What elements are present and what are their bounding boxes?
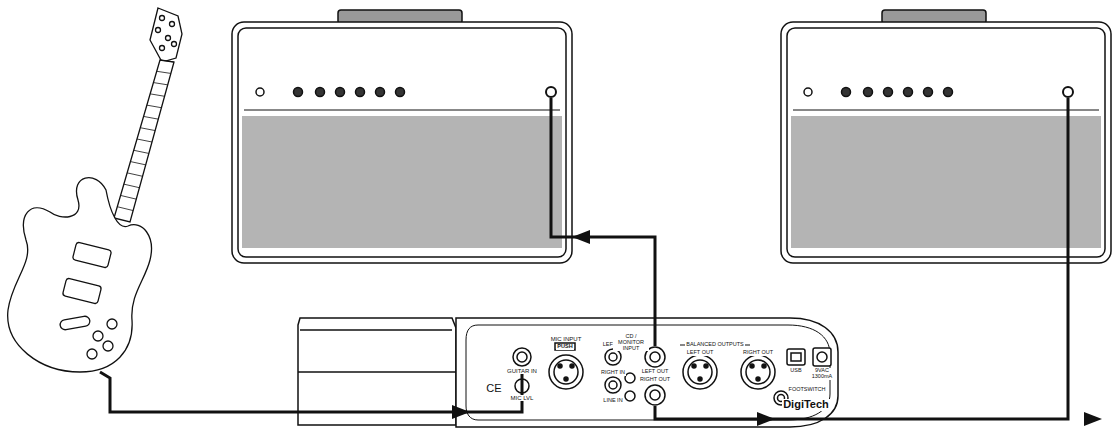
button-label: PUSH — [556, 344, 573, 350]
fret — [117, 207, 133, 211]
brand-logo: DigiTech — [782, 399, 830, 411]
certification-mark: CE — [485, 383, 502, 395]
fret — [137, 139, 152, 142]
section-label: BALANCED OUTPUTS — [685, 342, 744, 348]
jack-label: RIGHT OUT — [742, 350, 774, 356]
jack-label: LINE IN — [602, 398, 623, 404]
right-amplifier — [781, 10, 1111, 263]
power-label: 9VAC 1300mA — [808, 368, 836, 380]
knob-label: MIC LVL — [510, 395, 535, 401]
fret — [124, 184, 140, 188]
fret — [130, 162, 145, 165]
left-amplifier — [232, 10, 572, 263]
fret — [147, 105, 162, 108]
fret — [144, 116, 159, 119]
fret — [157, 71, 171, 73]
arrowheads — [452, 230, 1102, 426]
fret — [140, 128, 155, 131]
jack-label: GUITAR IN — [506, 368, 538, 374]
fret — [160, 60, 174, 62]
port-label: USB — [789, 368, 802, 374]
jack-label: LEFT OUT — [686, 350, 715, 356]
fret — [153, 83, 167, 85]
fret — [121, 195, 137, 199]
fret — [150, 94, 164, 96]
jack-label: FOOTSWITCH — [788, 387, 827, 393]
jack-label: RIGHT OUT — [639, 377, 671, 383]
jack-label: RIGHT IN — [600, 370, 626, 376]
jack-label: MIC INPUT — [550, 336, 583, 342]
electric-guitar — [8, 8, 182, 372]
jack-label: CD / MONITOR INPUT — [613, 334, 649, 351]
cables — [100, 98, 1068, 419]
fret — [127, 173, 142, 176]
fret — [134, 150, 149, 153]
jack-label: LEFT OUT — [641, 369, 670, 375]
